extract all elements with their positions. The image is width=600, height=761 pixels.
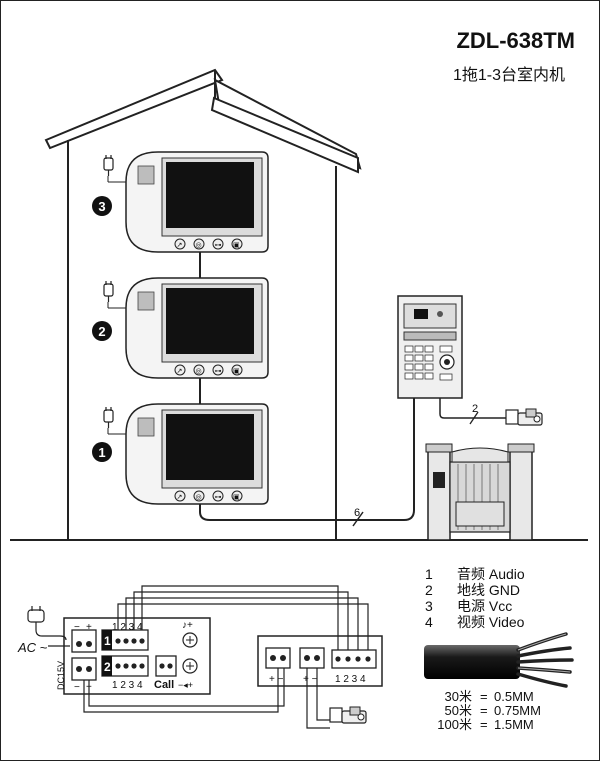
spec-eq: = xyxy=(480,689,488,704)
terminal-plus: + xyxy=(86,622,92,633)
ac-label: AC ~ xyxy=(17,640,48,655)
music-symbol: ♪+ xyxy=(182,620,193,631)
port-2-label: 2 xyxy=(104,660,111,674)
svg-text:1: 1 xyxy=(98,445,105,460)
power-pins: + − xyxy=(269,674,284,685)
legend-num: 2 xyxy=(425,582,433,598)
spec-length: 30米 xyxy=(445,689,472,704)
power-wire xyxy=(88,668,285,707)
data-wires xyxy=(117,585,369,650)
outdoor-terminal-board: + − + − 1 2 3 4 xyxy=(257,635,383,687)
spec-size: 1.5MM xyxy=(494,717,534,732)
spec-eq: = xyxy=(480,703,488,718)
legend-label: 视频 Video xyxy=(457,614,525,630)
gate xyxy=(425,443,535,541)
dc-label: DC15V xyxy=(56,661,66,690)
lock-cable xyxy=(439,398,508,419)
monitor-number-badge: 2 xyxy=(92,321,112,341)
indoor-monitor-2 xyxy=(103,277,269,379)
call-label: Call xyxy=(154,679,174,691)
ac-adapter-icon xyxy=(27,606,67,641)
terminal-minus: − xyxy=(74,682,80,693)
indoor-outdoor-cable xyxy=(199,398,415,521)
legend-num: 4 xyxy=(425,614,433,630)
data-pins: 1 2 3 4 xyxy=(335,674,366,685)
power-wire xyxy=(83,668,279,713)
cable-count-6: 6 xyxy=(354,507,360,519)
monitor-number-badge: 3 xyxy=(92,196,112,216)
indoor-monitor-1 xyxy=(103,403,269,505)
cable-count-2: 2 xyxy=(472,403,478,415)
indoor-monitor-3 xyxy=(103,151,269,253)
lock-wire xyxy=(306,668,330,729)
model-title: ZDL-638TM xyxy=(456,28,575,53)
svg-text:2: 2 xyxy=(98,324,105,339)
call-symbol: −◂+ xyxy=(178,680,193,690)
lock-pins: + − xyxy=(303,674,318,685)
legend-label: 音频 Audio xyxy=(457,566,525,582)
pin-numbers: 1 2 3 4 xyxy=(112,680,143,691)
monitor-number-badge: 1 xyxy=(92,442,112,462)
spec-length: 100米 xyxy=(437,717,472,732)
subtitle: 1拖1-3台室内机 xyxy=(453,66,565,84)
spec-eq: = xyxy=(480,717,488,732)
legend-num: 3 xyxy=(425,598,433,614)
cable-illustration xyxy=(424,632,574,688)
electric-lock-icon xyxy=(329,706,367,724)
electric-lock-icon xyxy=(505,408,543,426)
lock-wire xyxy=(316,668,330,721)
bottom-wiring-section: 1 音频 Audio 2 地线 GND 3 电源 Vcc 4 视频 Video … xyxy=(17,566,574,732)
spec-length: 50米 xyxy=(445,703,472,718)
legend-label: 地线 GND xyxy=(457,582,520,598)
spec-size: 0.75MM xyxy=(494,703,541,718)
legend-label: 电源 Vcc xyxy=(457,598,512,614)
terminal-minus: − xyxy=(74,622,80,633)
monitor-terminal-board: − + − + DC15V 1 2 1 2 3 4 1 2 3 4 xyxy=(56,617,211,695)
pin-numbers: 1 2 3 4 xyxy=(112,622,143,633)
svg-text:3: 3 xyxy=(98,199,105,214)
outdoor-station xyxy=(397,295,463,399)
spec-size: 0.5MM xyxy=(494,689,534,704)
port-1-label: 1 xyxy=(104,634,111,648)
legend-num: 1 xyxy=(425,566,433,582)
house-roof xyxy=(44,68,362,540)
